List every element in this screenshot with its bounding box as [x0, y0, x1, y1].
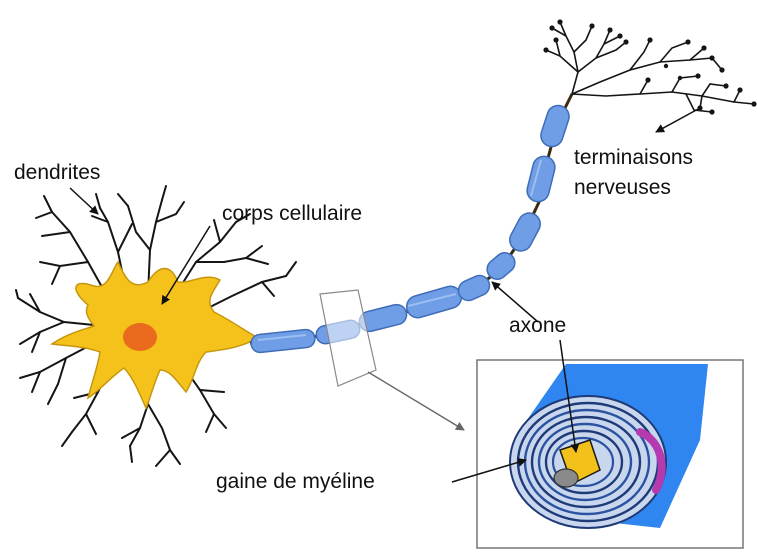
cut-plane — [320, 290, 376, 386]
nucleus — [123, 323, 157, 351]
label-dendrites: dendrites — [14, 161, 100, 185]
label-nerve-endings-line1: terminaisons — [574, 146, 693, 170]
label-myelin-sheath: gaine de myéline — [216, 470, 375, 494]
myelin-inset — [477, 360, 743, 548]
label-nerve-endings-line2: nerveuses — [574, 176, 671, 200]
zoom-arrow — [368, 372, 464, 430]
label-axon: axone — [509, 314, 566, 338]
cell-body — [52, 262, 258, 408]
label-cell-body: corps cellulaire — [222, 202, 362, 226]
nerve-endings — [546, 22, 754, 112]
